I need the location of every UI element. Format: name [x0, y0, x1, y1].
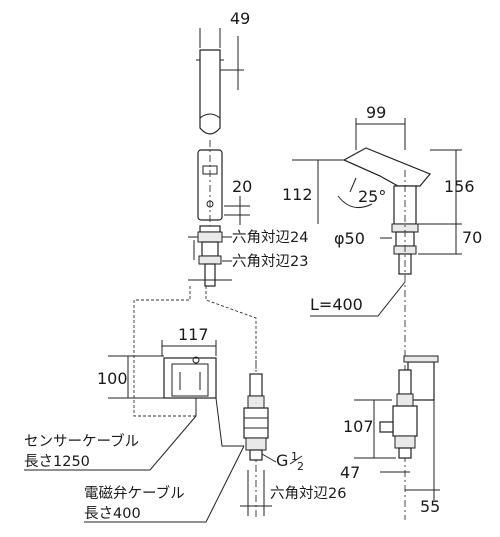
valve-cable-note-line2: 長さ400	[84, 505, 141, 522]
dim-156-label: 156	[444, 177, 475, 196]
dim-100-label: 100	[97, 369, 128, 388]
hex-nut-24-label: 六角対辺24	[232, 229, 308, 246]
dim-107: 107	[343, 399, 396, 459]
sensor-box	[163, 356, 217, 416]
dim-20-label: 20	[232, 177, 252, 196]
dim-phi50: φ50	[334, 229, 392, 248]
dim-47: 47	[340, 463, 410, 482]
hose-path	[205, 286, 257, 370]
dim-70: 70	[418, 224, 482, 255]
sensor-cable-note-line1: センサーケーブル	[24, 432, 139, 450]
sensor-cable-note: センサーケーブル 長さ1250	[24, 415, 197, 471]
dim-99: 99	[355, 103, 406, 150]
hex-26-label: 六角対辺26	[270, 485, 346, 502]
dim-49-label: 49	[230, 9, 250, 28]
thread-numerator: 1	[291, 450, 298, 463]
dim-156: 156	[418, 149, 475, 225]
valve-cable-note-line1: 電磁弁ケーブル	[84, 484, 185, 502]
solenoid-valve-side	[379, 355, 439, 459]
dim-hex26: 六角対辺26	[240, 470, 346, 516]
dim-112-label: 112	[282, 185, 313, 204]
dim-55-label: 55	[420, 497, 440, 516]
dim-70-label: 70	[462, 228, 482, 247]
faucet-side-view	[342, 147, 431, 520]
dim-20: 20	[224, 177, 252, 225]
hose-length: L=400	[310, 281, 406, 317]
dim-47-label: 47	[340, 463, 360, 482]
dim-49: 49	[199, 9, 250, 90]
thread-g-label: G	[276, 451, 288, 470]
thread-callout: G 1 2	[261, 450, 304, 473]
spout-top-view	[196, 49, 224, 135]
dim-100: 100	[97, 355, 164, 399]
dim-55: 55	[405, 400, 440, 516]
hose-length-label: L=400	[310, 295, 363, 314]
sensor-cable-path	[133, 286, 196, 417]
hex-nut-23-label: 六角対辺23	[232, 253, 308, 270]
angle-label: 25°	[358, 187, 386, 206]
faucet-front-view	[197, 140, 223, 287]
dim-99-label: 99	[366, 103, 386, 122]
solenoid-valve-front	[215, 360, 269, 520]
hex-nut-callouts: 六角対辺24 六角対辺23	[188, 229, 308, 281]
dim-117: 117	[161, 325, 217, 356]
valve-cable-note: 電磁弁ケーブル 長さ400	[84, 445, 245, 523]
dim-117-label: 117	[178, 325, 209, 344]
sensor-cable-note-line2: 長さ1250	[24, 453, 90, 470]
dim-107-label: 107	[343, 417, 374, 436]
dim-angle: 25°	[337, 177, 386, 209]
dim-112: 112	[282, 159, 344, 224]
phi50-label: φ50	[334, 229, 365, 248]
thread-denominator: 2	[297, 460, 304, 473]
